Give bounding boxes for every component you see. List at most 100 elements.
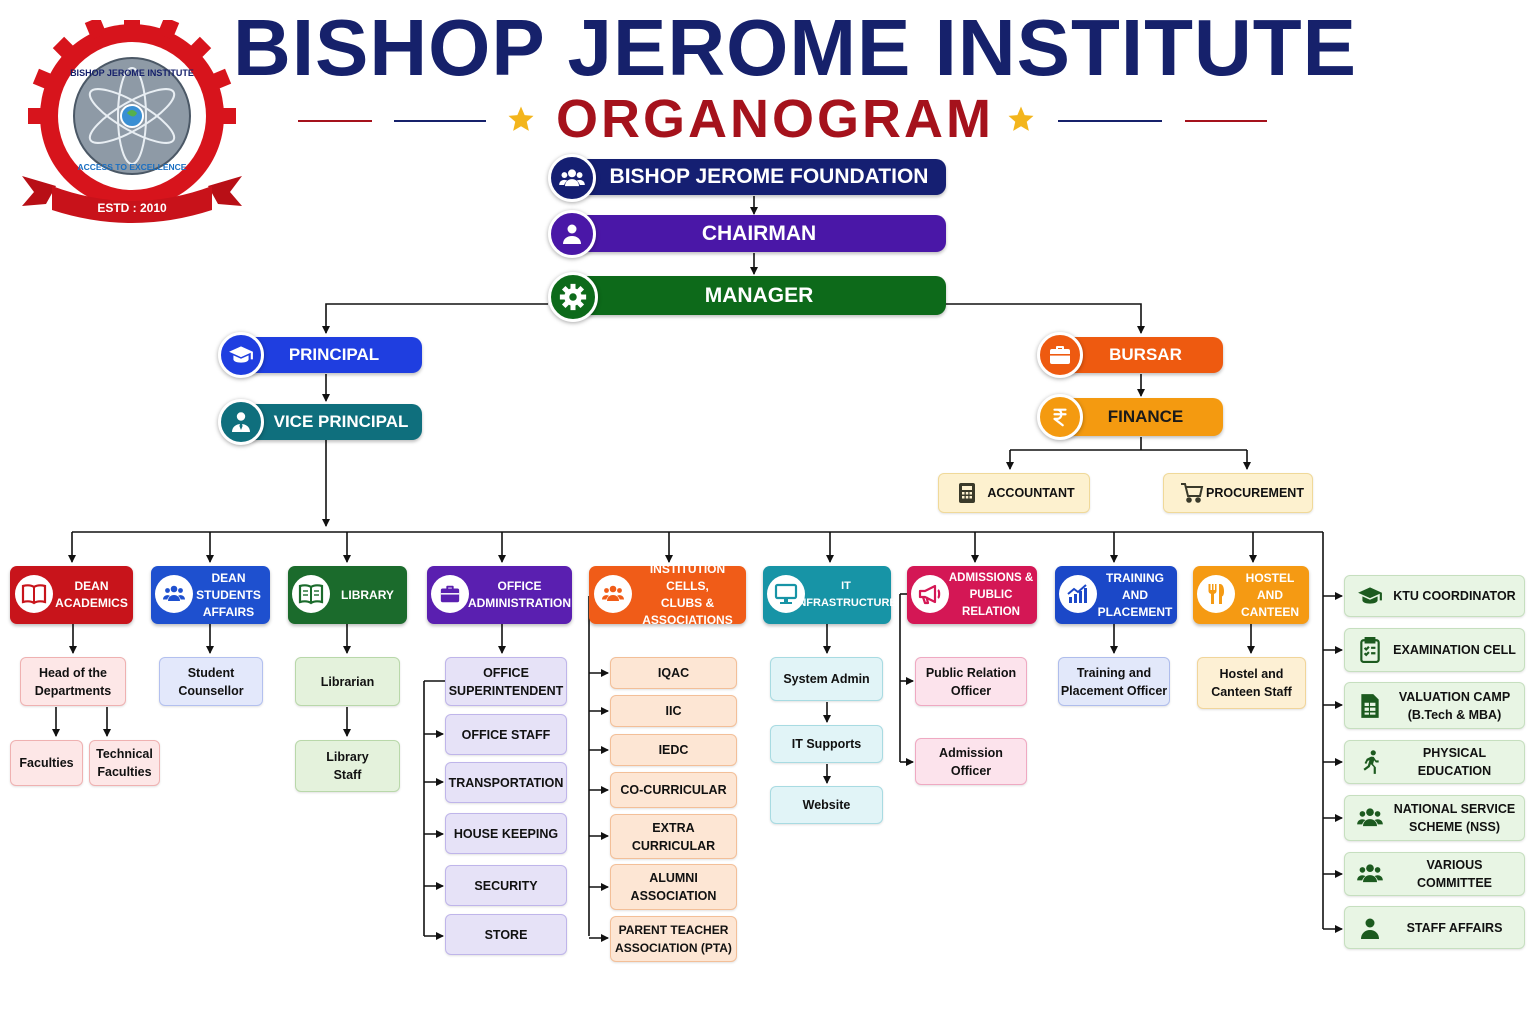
node-security: SECURITY (445, 865, 567, 906)
node-admission-officer: Admission Officer (915, 738, 1027, 785)
node-label: STAFF AFFAIRS (1406, 920, 1503, 935)
node-head-of-departments: Head of the Departments (20, 657, 126, 706)
node-label: PROCUREMENT (1206, 486, 1304, 500)
megaphone-icon (911, 575, 949, 613)
node-label: VICE PRINCIPAL (273, 412, 409, 431)
node-nss: NATIONAL SERVICE SCHEME (NSS) (1344, 795, 1525, 841)
node-label: BURSAR (1109, 345, 1182, 364)
document-icon (1353, 683, 1387, 728)
node-librarian: Librarian (295, 657, 400, 706)
dept-dean-academics: DEAN ACADEMICS (10, 566, 133, 624)
title-divider (298, 120, 372, 122)
node-system-admin: System Admin (770, 657, 883, 701)
monitor-icon (767, 575, 805, 613)
title-divider (1185, 120, 1267, 122)
node-label: ACCOUNTANT (987, 486, 1075, 500)
node-library-staff: Library Staff (295, 740, 400, 792)
group-icon (1353, 853, 1387, 895)
node-alumni-association: ALUMNI ASSOCIATION (610, 864, 737, 910)
person-tie-icon (218, 399, 264, 445)
node-website: Website (770, 786, 883, 824)
dept-label: LIBRARY (341, 587, 394, 602)
node-chairman: CHAIRMAN (572, 215, 946, 252)
node-office-staff: OFFICE STAFF (445, 714, 567, 755)
dept-dean-students-affairs: DEAN STUDENTS AFFAIRS (151, 566, 270, 624)
node-various-committee: VARIOUS COMMITTEE (1344, 852, 1525, 896)
runner-icon (1353, 741, 1387, 783)
users-icon (548, 154, 596, 202)
node-principal: PRINCIPAL (236, 337, 422, 373)
dept-admissions-public-relation: ADMISSIONS & PUBLIC RELATION (907, 566, 1037, 624)
logo-established: ESTD : 2010 (97, 201, 167, 215)
node-label: PRINCIPAL (288, 345, 380, 364)
person-icon (548, 210, 596, 258)
dept-label: ADMISSIONS & PUBLIC RELATION (948, 571, 1034, 618)
node-label: VARIOUS COMMITTEE (1417, 858, 1492, 890)
group-icon (1353, 796, 1387, 840)
node-label: EXAMINATION CELL (1393, 643, 1516, 657)
page-subtitle: ORGANOGRAM (556, 89, 994, 149)
node-iedc: IEDC (610, 734, 737, 766)
node-transportation: TRANSPORTATION (445, 762, 567, 803)
briefcase-icon (431, 575, 469, 613)
briefcase-icon (1037, 332, 1083, 378)
node-label: FINANCE (1107, 407, 1184, 426)
node-faculties: Faculties (10, 740, 83, 786)
node-student-counsellor: Student Counsellor (159, 657, 263, 706)
users-icon (155, 575, 193, 613)
calculator-icon (953, 474, 981, 512)
node-examination-cell: EXAMINATION CELL (1344, 628, 1525, 672)
node-house-keeping: HOUSE KEEPING (445, 813, 567, 854)
book-open-icon (292, 575, 330, 613)
star-icon (1008, 106, 1034, 131)
node-iic: IIC (610, 695, 737, 727)
dept-label: TRAINING AND PLACEMENT (1097, 570, 1173, 619)
dept-it-infrastructure: IT INFRASTRUCTURE (763, 566, 897, 624)
node-hostel-canteen-staff: Hostel and Canteen Staff (1197, 657, 1306, 709)
star-icon (508, 106, 534, 131)
dept-label: DEAN STUDENTS AFFAIRS (196, 570, 261, 619)
dept-institution-cells: INSTITUTION CELLS, CLUBS & ASSOCIATIONS (589, 562, 746, 627)
node-extra-curricular: EXTRA CURRICULAR (610, 814, 737, 859)
node-label: MANAGER (704, 283, 814, 307)
rupee-icon (1037, 394, 1083, 440)
dept-training-placement: TRAINING AND PLACEMENT (1055, 566, 1177, 624)
graduation-cap-icon (218, 332, 264, 378)
node-pta: PARENT TEACHER ASSOCIATION (PTA) (610, 916, 737, 962)
node-staff-affairs: STAFF AFFAIRS (1344, 906, 1525, 949)
node-label: PHYSICAL EDUCATION (1417, 746, 1492, 778)
page-title: BISHOP JEROME INSTITUTE (233, 3, 1357, 92)
node-physical-education: PHYSICAL EDUCATION (1344, 740, 1525, 784)
node-co-curricular: CO-CURRICULAR (610, 772, 737, 808)
node-foundation: BISHOP JEROME FOUNDATION (572, 159, 946, 195)
dept-label: INSTITUTION CELLS, CLUBS & ASSOCIATIONS (642, 562, 733, 627)
logo-ring-text: BISHOP JEROME INSTITUTE (70, 68, 194, 78)
dept-hostel-canteen: HOSTEL AND CANTEEN (1193, 566, 1309, 624)
node-office-superintendent: OFFICE SUPERINTENDENT (445, 657, 567, 706)
group-icon (594, 575, 632, 613)
node-technical-faculties: Technical Faculties (89, 740, 160, 786)
node-label: CHAIRMAN (701, 221, 817, 245)
cart-icon (1178, 474, 1206, 512)
utensils-icon (1197, 575, 1235, 613)
person-icon (1353, 907, 1387, 948)
node-manager: MANAGER (572, 276, 946, 315)
gear-icon (548, 272, 598, 322)
dept-label: DEAN ACADEMICS (55, 579, 128, 610)
node-label: NATIONAL SERVICE SCHEME (NSS) (1393, 802, 1516, 834)
node-public-relation-officer: Public Relation Officer (915, 657, 1027, 706)
node-store: STORE (445, 914, 567, 955)
institute-logo: ESTD : 2010 BISHOP JEROME INSTITUTE ACCE… (22, 20, 242, 223)
node-bursar: BURSAR (1058, 337, 1223, 373)
chart-icon (1059, 575, 1097, 613)
dept-library: LIBRARY (288, 566, 407, 624)
node-accountant: ACCOUNTANT (938, 473, 1090, 513)
node-it-supports: IT Supports (770, 725, 883, 763)
title-divider (1058, 120, 1162, 122)
graduation-cap-icon (1353, 576, 1387, 616)
node-label: VALUATION CAMP (B.Tech & MBA) (1398, 689, 1511, 722)
node-label: BISHOP JEROME FOUNDATION (609, 165, 929, 188)
dept-label: HOSTEL AND CANTEEN (1240, 570, 1299, 619)
clipboard-icon (1353, 629, 1387, 671)
